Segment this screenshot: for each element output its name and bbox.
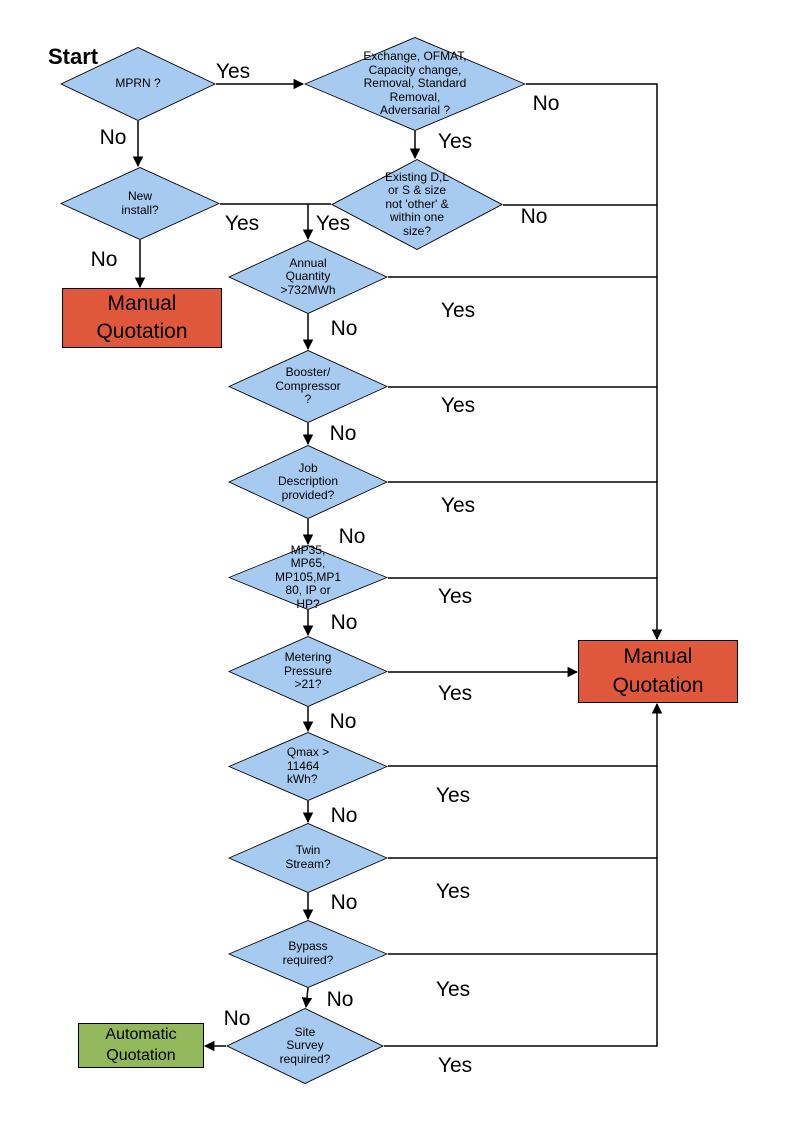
decision-qmax-label: Qmax > 11464 kWh? bbox=[286, 745, 330, 787]
decision-request-type-label: Exchange, OFMAT, Capacity change, Remova… bbox=[363, 49, 467, 118]
edge-label-booster-no: No bbox=[329, 422, 357, 445]
decision-metering-pressure-label: Metering Pressure >21? bbox=[283, 650, 333, 692]
edge-label-metering-pressure-no: No bbox=[329, 710, 357, 733]
edge-label-twin-stream-no: No bbox=[330, 891, 358, 914]
edge-label-annual-quantity-yes: Yes bbox=[440, 299, 476, 322]
decision-annual-quantity: Annual Quantity >732MWh bbox=[228, 240, 388, 314]
decision-job-description: Job Description provided? bbox=[228, 445, 388, 519]
edge-label-bypass-no: No bbox=[326, 988, 354, 1011]
edge-label-existing-size-no: No bbox=[520, 205, 548, 228]
decision-mprn: MPRN ? bbox=[60, 47, 216, 121]
decision-qmax: Qmax > 11464 kWh? bbox=[228, 732, 388, 801]
edge-label-mp-pressure-tier-no: No bbox=[330, 611, 358, 634]
decision-mprn-label: MPRN ? bbox=[115, 76, 161, 91]
decision-bypass: Bypass required? bbox=[228, 920, 388, 988]
edge-bypass-no-arrow bbox=[301, 987, 313, 1009]
edge-label-job-description-yes: Yes bbox=[440, 494, 476, 517]
edge-label-mp-pressure-tier-yes: Yes bbox=[437, 585, 473, 608]
edge-label-bypass-yes: Yes bbox=[435, 978, 471, 1001]
edge-label-booster-yes: Yes bbox=[440, 394, 476, 417]
edge-label-metering-pressure-yes: Yes bbox=[437, 682, 473, 705]
decision-mp-pressure-tier-label: MP35, MP65, MP105,MP1 80, IP or HP? bbox=[274, 542, 342, 611]
decision-request-type: Exchange, OFMAT, Capacity change, Remova… bbox=[304, 37, 526, 131]
edge-label-mprn-no: No bbox=[99, 126, 127, 149]
decision-bypass-label: Bypass required? bbox=[282, 939, 334, 967]
terminator-automatic-quotation-label: Automatic Quotation bbox=[105, 1025, 177, 1064]
start-label: Start bbox=[48, 44, 99, 69]
edge-label-new-install-no: No bbox=[90, 248, 118, 271]
decision-metering-pressure: Metering Pressure >21? bbox=[228, 636, 388, 707]
decision-new-install-label: New install? bbox=[121, 188, 159, 217]
edge-label-site-survey-yes: Yes bbox=[437, 1054, 473, 1077]
edge-sitesurvey-yes-arrow bbox=[384, 702, 663, 1047]
decision-twin-stream: Twin Stream? bbox=[228, 823, 388, 893]
decision-booster: Booster/ Compressor ? bbox=[228, 350, 388, 423]
decision-existing-size: Existing D,L or S & size not 'other' & w… bbox=[331, 159, 503, 250]
decision-annual-quantity-label: Annual Quantity >732MWh bbox=[280, 255, 336, 297]
edge-label-qmax-no: No bbox=[330, 804, 358, 827]
terminator-manual-quotation-right-label: Manual Quotation bbox=[612, 645, 704, 697]
edge-label-request-type-no: No bbox=[532, 92, 560, 115]
terminator-manual-quotation-left: Manual Quotation bbox=[62, 288, 222, 348]
decision-new-install: New install? bbox=[60, 167, 220, 240]
terminator-manual-quotation-right: Manual Quotation bbox=[578, 640, 738, 703]
decision-booster-label: Booster/ Compressor ? bbox=[275, 365, 341, 407]
edge-label-job-description-no: No bbox=[338, 525, 366, 548]
decision-existing-size-label: Existing D,L or S & size not 'other' & w… bbox=[384, 169, 450, 238]
decision-twin-stream-label: Twin Stream? bbox=[285, 843, 331, 871]
decision-site-survey-label: Site Survey required? bbox=[279, 1024, 331, 1066]
terminator-automatic-quotation: Automatic Quotation bbox=[78, 1023, 204, 1068]
decision-mp-pressure-tier: MP35, MP65, MP105,MP1 80, IP or HP? bbox=[228, 542, 388, 611]
edge-label-annual-quantity-no: No bbox=[330, 317, 358, 340]
edge-label-twin-stream-yes: Yes bbox=[435, 880, 471, 903]
edge-label-mprn-yes: Yes bbox=[215, 60, 251, 83]
edge-label-request-type-yes: Yes bbox=[437, 130, 473, 153]
edge-label-new-install-yes: Yes bbox=[224, 212, 260, 235]
terminator-manual-quotation-left-label: Manual Quotation bbox=[96, 291, 188, 343]
edge-label-site-survey-no: No bbox=[223, 1007, 251, 1030]
decision-site-survey: Site Survey required? bbox=[226, 1008, 384, 1084]
edge-label-existing-size-yes: Yes bbox=[315, 212, 351, 235]
edge-label-qmax-yes: Yes bbox=[435, 784, 471, 807]
edge-requesttype-no-arrow bbox=[526, 83, 663, 641]
decision-job-description-label: Job Description provided? bbox=[277, 460, 339, 502]
